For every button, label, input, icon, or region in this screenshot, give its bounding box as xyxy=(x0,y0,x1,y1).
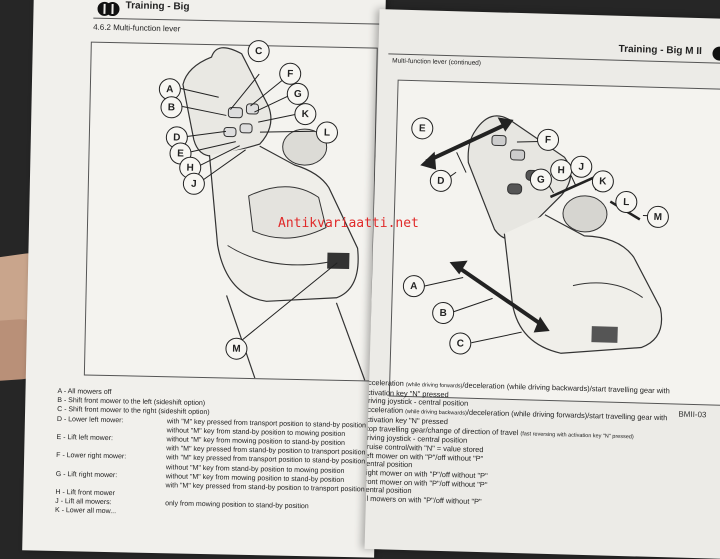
section-title: 4.6.2 Multi-function lever xyxy=(93,23,180,34)
section-title-right: Multi-function lever (continued) xyxy=(392,57,481,66)
description-list: Acceleration (while driving forwards)/de… xyxy=(365,379,674,512)
header-title: Training - Big xyxy=(125,0,189,12)
joystick-drawing xyxy=(85,43,377,381)
legend-list: A - All mowers off B - Shift front mower… xyxy=(55,387,367,522)
krone-logo-right xyxy=(710,44,720,63)
figure-frame-right: E F D G H J K L M A B C xyxy=(389,80,720,406)
header-title-right: Training - Big M II xyxy=(618,44,702,57)
krone-logo xyxy=(95,0,121,18)
right-page: Training - Big M II Multi-function lever… xyxy=(365,9,720,559)
watermark: Antikvariaatti.net xyxy=(278,216,419,231)
figure-frame: C F A G B K D L E H J M xyxy=(84,42,378,382)
left-page: Training - Big 4.6.2 Multi-function leve… xyxy=(22,0,386,558)
joystick-drawing-right xyxy=(390,81,720,405)
figure-code: BMII-03 xyxy=(678,410,706,420)
